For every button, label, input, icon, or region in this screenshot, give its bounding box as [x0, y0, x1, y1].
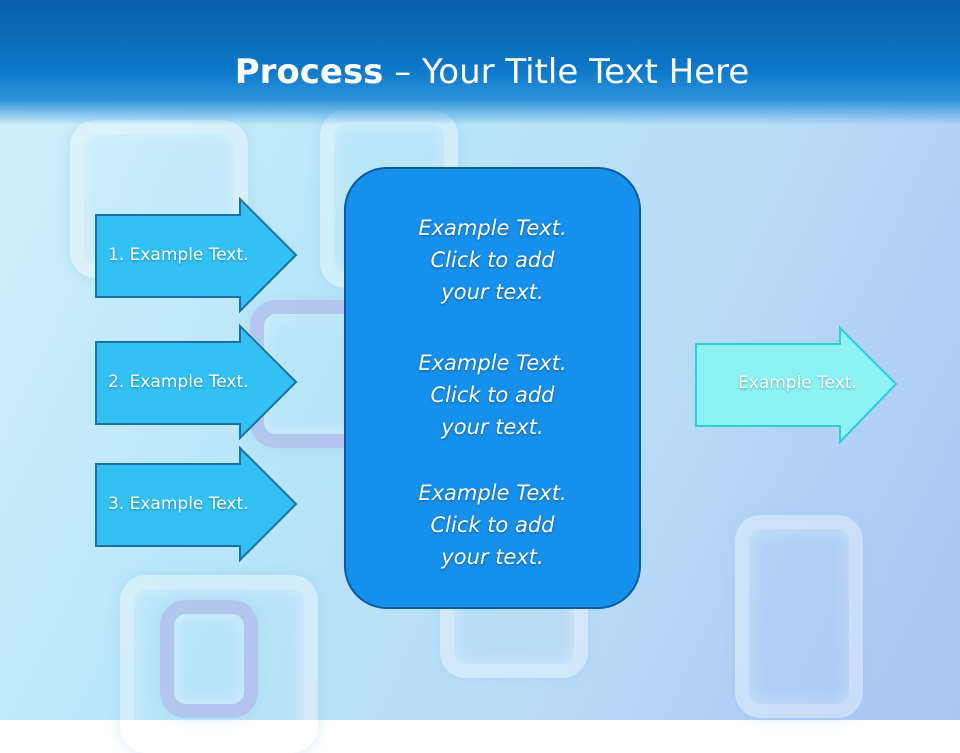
input-arrow-1-label: 1. Example Text. — [108, 245, 249, 265]
center-text-line: Example Text. — [418, 481, 567, 505]
center-text-line: Click to add — [430, 248, 555, 272]
slide-title-rest: – Your Title Text Here — [383, 52, 750, 92]
slide-title-bold: Process — [234, 52, 384, 92]
center-text-line: Example Text. — [418, 216, 567, 240]
slide-title: Process – Your Title Text Here — [0, 52, 960, 92]
center-text-block-2: Example Text. Click to add your text. — [345, 347, 640, 443]
output-arrow[interactable] — [695, 325, 898, 445]
decor-shape — [735, 515, 863, 718]
center-text-line: Example Text. — [418, 351, 567, 375]
center-text-line: Click to add — [430, 513, 555, 537]
input-arrow-2[interactable] — [95, 323, 298, 441]
input-arrow-3[interactable] — [95, 445, 298, 563]
center-process-box[interactable] — [344, 167, 641, 609]
center-text-line: Click to add — [430, 383, 555, 407]
center-text-line: your text. — [441, 415, 544, 439]
center-text-line: your text. — [441, 545, 544, 569]
title-bar — [0, 0, 960, 125]
decor-shape — [160, 600, 258, 718]
input-arrow-2-label: 2. Example Text. — [108, 372, 249, 392]
output-arrow-label: Example Text. — [738, 373, 857, 393]
center-text-block-3: Example Text. Click to add your text. — [345, 477, 640, 573]
center-text-block-1: Example Text. Click to add your text. — [345, 212, 640, 308]
center-text-line: your text. — [441, 280, 544, 304]
process-diagram — [95, 167, 898, 609]
input-arrow-3-label: 3. Example Text. — [108, 494, 249, 514]
input-arrow-1[interactable] — [95, 196, 298, 314]
